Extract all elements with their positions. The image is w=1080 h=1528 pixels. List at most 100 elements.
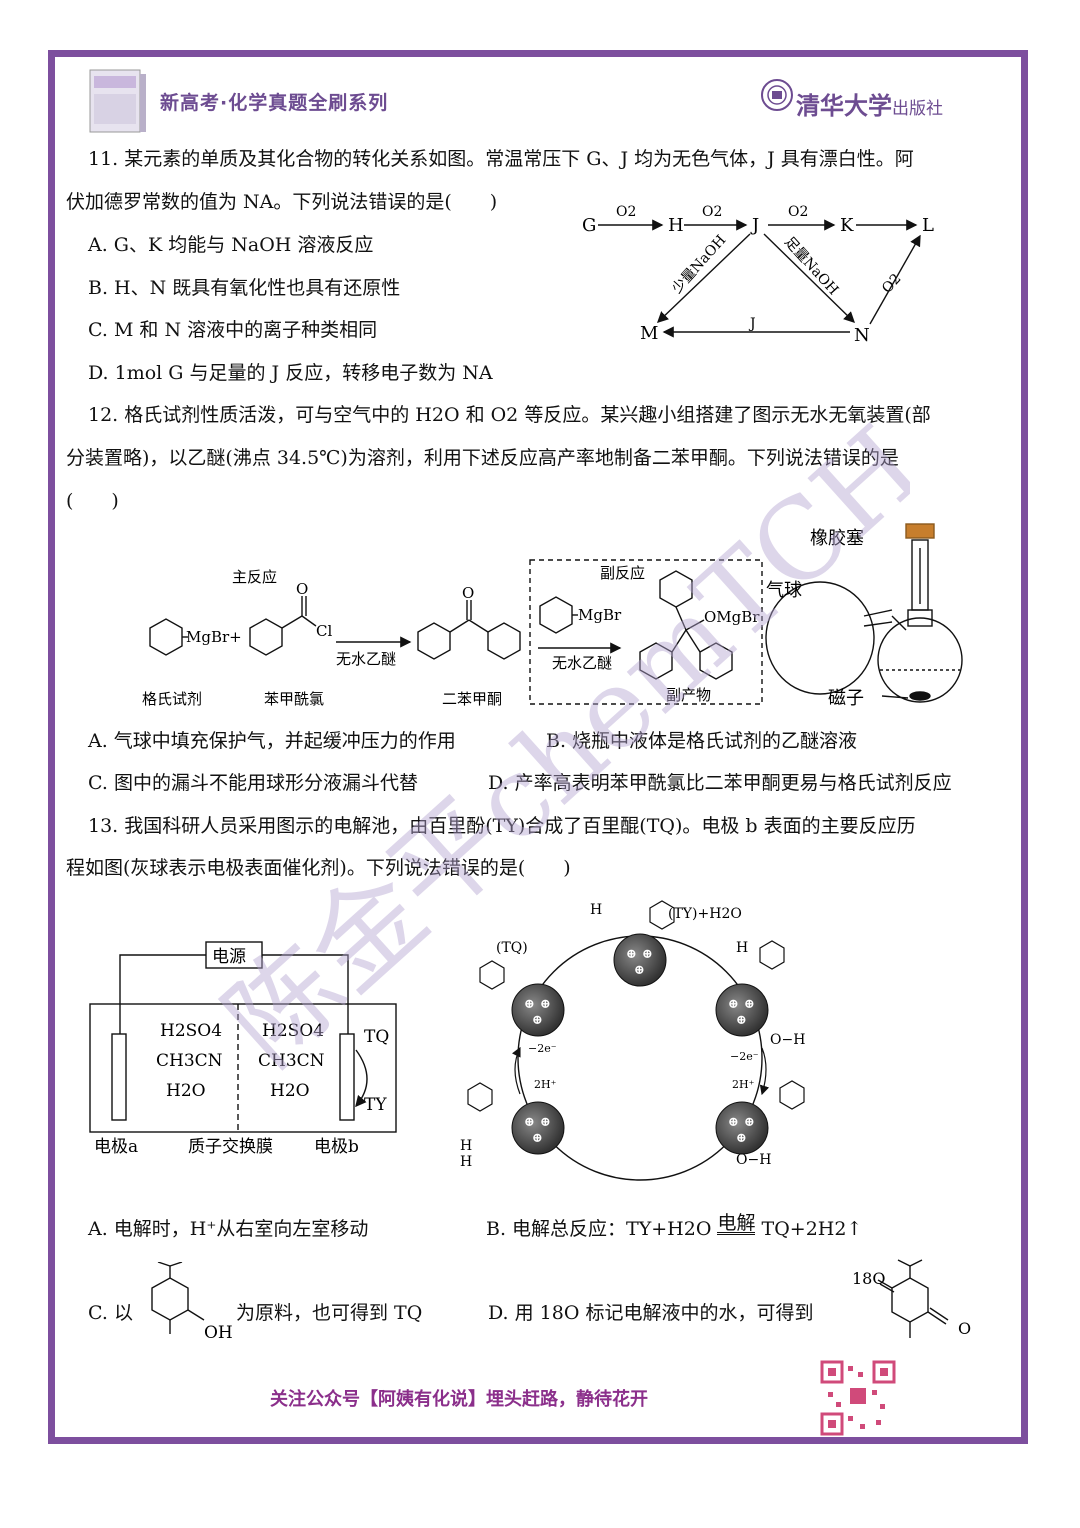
label-h2so4-left: H2SO4	[160, 1021, 222, 1041]
label-omgbr: OMgBr	[704, 608, 760, 626]
label-ch3cn-left: CH3CN	[156, 1051, 223, 1071]
q13-catalytic-cycle: ⊕⊕⊕ ⊕⊕⊕ ⊕⊕⊕ ⊕⊕⊕ ⊕⊕⊕ (TY)+H2O (TQ) H H O−…	[460, 900, 805, 1181]
label-electrode-b: 电极b	[314, 1137, 359, 1157]
label-mgbr-plus: MgBr+	[186, 628, 242, 646]
label-stopper: 橡胶塞	[810, 528, 864, 549]
q13-electrolysis-cell: 电源 H2SO4 CH3CN H2O H2SO4 CH3CN H2O TQ TY…	[89, 941, 397, 1157]
label-minus-2e-right: −2e⁻	[730, 1050, 759, 1063]
label-solvent-2: 无水乙醚	[552, 654, 612, 672]
label-ty-h2o: (TY)+H2O	[668, 906, 742, 922]
label-benzophenone: 二苯甲酮	[442, 690, 502, 708]
label-power: 电源	[212, 947, 246, 967]
q13-option-a: A. 电解时，H⁺从右室向左室移动	[88, 1218, 369, 1240]
node-m: M	[640, 323, 658, 344]
q13-option-d-prefix: D. 用 18O 标记电解液中的水，可得到	[488, 1302, 814, 1324]
label-byproduct: 副产物	[666, 686, 711, 704]
node-j: J	[750, 215, 759, 236]
q12-option-d: D. 产率高表明苯甲酰氯比二苯甲酮更易与格氏试剂反应	[488, 772, 952, 794]
publisher-main: 清华大学	[796, 91, 892, 120]
q11-option-b: B. H、N 既具有氧化性也具有还原性	[88, 277, 401, 299]
svg-text:⊕: ⊕	[524, 1115, 535, 1130]
label-side-reaction: 副反应	[600, 564, 645, 582]
footer-text: 关注公众号【阿姨有化说】埋头赶路，静待花开	[270, 1389, 648, 1410]
svg-text:⊕: ⊕	[736, 1131, 747, 1146]
q11-line2: 伏加德罗常数的值为 NA。下列说法错误的是( )	[66, 191, 498, 213]
svg-text:⊕: ⊕	[728, 997, 739, 1012]
label-membrane: 质子交换膜	[188, 1137, 273, 1157]
label-benzoyl-chloride: 苯甲酰氯	[264, 690, 324, 708]
arrow-label-excess-naoh: 足量NaOH	[781, 234, 841, 298]
node-k: K	[840, 215, 854, 236]
svg-text:⊕: ⊕	[634, 963, 645, 978]
publisher-name: 清华大学出版社	[796, 86, 943, 121]
q12-line3: ( )	[66, 490, 119, 512]
label-o-2: O	[462, 584, 474, 602]
label-d-o: O	[958, 1319, 971, 1338]
label-h2o-left: H2O	[166, 1081, 206, 1101]
label-oh-right: O−H	[770, 1032, 805, 1048]
label-balloon: 气球	[766, 580, 802, 601]
label-h-left-2: H	[460, 1154, 472, 1170]
svg-text:⊕: ⊕	[642, 947, 653, 962]
label-minus-2e-left: −2e⁻	[528, 1042, 557, 1055]
label-h-left-1: H	[460, 1138, 472, 1154]
q11-option-a: A. G、K 均能与 NaOH 溶液反应	[88, 234, 374, 256]
svg-text:⊕: ⊕	[532, 1131, 543, 1146]
node-g: G	[582, 215, 596, 236]
q13-option-b-suffix: TQ+2H2↑	[761, 1218, 863, 1240]
label-c-oh: OH	[204, 1323, 233, 1343]
svg-text:⊕: ⊕	[626, 947, 637, 962]
label-h2so4-right: H2SO4	[262, 1021, 324, 1041]
q13-option-b: B. 电解总反应：TY+H2O 电解 TQ+2H2↑	[486, 1214, 862, 1241]
q13-option-c-suffix: 为原料，也可得到 TQ	[236, 1302, 423, 1324]
q12-line1: 12. 格氏试剂性质活泼，可与空气中的 H2O 和 O2 等反应。某兴趣小组搭建…	[88, 404, 931, 426]
arrow-label-small-naoh: 少量NaOH	[669, 232, 729, 296]
svg-text:⊕: ⊕	[532, 1013, 543, 1028]
publisher-suffix: 出版社	[892, 99, 943, 119]
label-2h-right: 2H⁺	[732, 1078, 755, 1091]
svg-text:⊕: ⊕	[524, 997, 535, 1012]
label-ty: TY	[364, 1095, 387, 1115]
svg-text:⊕: ⊕	[744, 1115, 755, 1130]
node-h: H	[668, 215, 684, 236]
label-2h-left: 2H⁺	[534, 1078, 557, 1091]
q11-option-d: D. 1mol G 与足量的 J 反应，转移电子数为 NA	[88, 362, 493, 384]
q13-option-b-condition: 电解	[717, 1212, 756, 1235]
label-h-right: H	[736, 940, 748, 956]
arrow-label-o2-1: O2	[616, 204, 636, 220]
label-solvent-1: 无水乙醚	[336, 650, 396, 668]
svg-text:⊕: ⊕	[736, 1013, 747, 1028]
q13-option-b-prefix: B. 电解总反应：TY+H2O	[486, 1218, 712, 1240]
q13-option-c-structure: OH	[151, 1262, 233, 1343]
node-n: N	[854, 325, 870, 346]
arrow-label-o2-3: O2	[788, 204, 808, 220]
q12-line2: 分装置略)，以乙醚(沸点 34.5℃)为溶剂，利用下述反应高产率地制备二苯甲酮。…	[66, 447, 899, 469]
label-oh-bottom: O−H	[736, 1152, 771, 1168]
svg-text:⊕: ⊕	[728, 1115, 739, 1130]
svg-text:⊕: ⊕	[540, 1115, 551, 1130]
q12-option-c: C. 图中的漏斗不能用球形分液漏斗代替	[88, 772, 418, 794]
q13-line1: 13. 我国科研人员采用图示的电解池，由百里酚(TY)合成了百里醌(TQ)。电极…	[88, 815, 916, 837]
label-electrode-a: 电极a	[94, 1137, 138, 1157]
qr-code-icon	[820, 1360, 896, 1436]
label-mgbr: MgBr	[578, 606, 622, 624]
label-stir-bar: 磁子	[828, 688, 864, 709]
q12-option-a: A. 气球中填充保护气，并起缓冲压力的作用	[88, 730, 456, 752]
node-l: L	[922, 215, 934, 236]
q11-option-c: C. M 和 N 溶液中的离子种类相同	[88, 319, 378, 341]
svg-text:⊕: ⊕	[744, 997, 755, 1012]
q13-option-d-structure: 18O O	[852, 1259, 971, 1338]
label-o-1: O	[296, 580, 308, 598]
label-tq: TQ	[364, 1027, 389, 1047]
page-frame	[48, 50, 1028, 1444]
q12-option-b: B. 烧瓶中液体是格氏试剂的乙醚溶液	[546, 730, 858, 752]
label-d-18o: 18O	[852, 1269, 885, 1288]
label-grignard: 格氏试剂	[142, 690, 202, 708]
university-seal-icon	[761, 79, 793, 111]
label-ch3cn-right: CH3CN	[258, 1051, 325, 1071]
svg-text:⊕: ⊕	[540, 997, 551, 1012]
series-title: 新高考·化学真题全刷系列	[160, 92, 389, 114]
q13-line2: 程如图(灰球表示电极表面催化剂)。下列说法错误的是( )	[66, 857, 571, 879]
q13-option-c-prefix: C. 以	[88, 1302, 133, 1324]
arrow-label-o2-2: O2	[702, 204, 722, 220]
